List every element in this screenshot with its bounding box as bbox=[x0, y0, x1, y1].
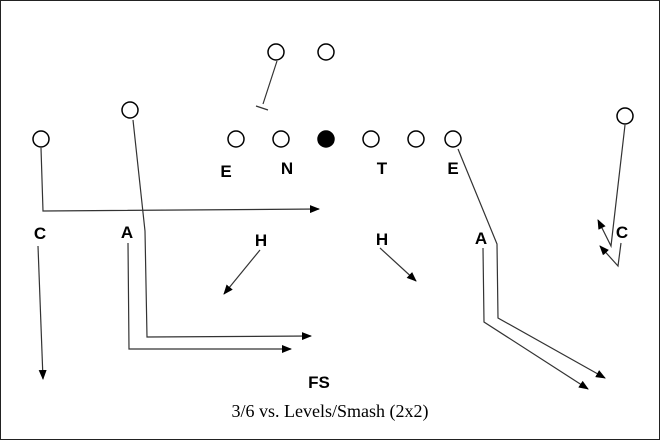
label-fs: FS bbox=[308, 373, 330, 392]
drop-a-left bbox=[127, 242, 292, 353]
block-route bbox=[255, 60, 278, 111]
label-t: T bbox=[376, 159, 388, 178]
route-wr-right-alt bbox=[599, 242, 622, 268]
label-h-left: H bbox=[254, 231, 268, 250]
player-qb bbox=[267, 43, 285, 61]
diagram-caption: 3/6 vs. Levels/Smash (2x2) bbox=[231, 401, 429, 421]
label-e-left: E bbox=[220, 162, 232, 181]
route-wr-right bbox=[597, 124, 626, 249]
label-a-left: A bbox=[120, 223, 134, 242]
player-te bbox=[444, 130, 462, 148]
drop-a-right bbox=[482, 247, 589, 390]
player-wr-right bbox=[616, 107, 634, 125]
label-a-right: A bbox=[474, 229, 488, 248]
label-h-right: H bbox=[375, 230, 389, 249]
player-wr-left bbox=[32, 130, 50, 148]
player-lg bbox=[272, 130, 290, 148]
label-c-left: C bbox=[33, 224, 47, 243]
route-wr-left bbox=[40, 147, 320, 214]
label-e-right: E bbox=[447, 159, 459, 178]
drop-h-right bbox=[379, 247, 417, 282]
player-rb bbox=[317, 43, 335, 61]
player-lt bbox=[227, 130, 245, 148]
player-center bbox=[317, 130, 335, 148]
drop-c-left bbox=[37, 245, 47, 380]
route-te bbox=[457, 148, 606, 379]
player-rg bbox=[362, 130, 380, 148]
route-slot-left bbox=[132, 119, 312, 341]
player-slot-left bbox=[121, 101, 139, 119]
player-rt bbox=[407, 130, 425, 148]
drop-h-left bbox=[223, 249, 261, 295]
label-c-right: C bbox=[615, 223, 629, 242]
label-n: N bbox=[280, 159, 294, 178]
